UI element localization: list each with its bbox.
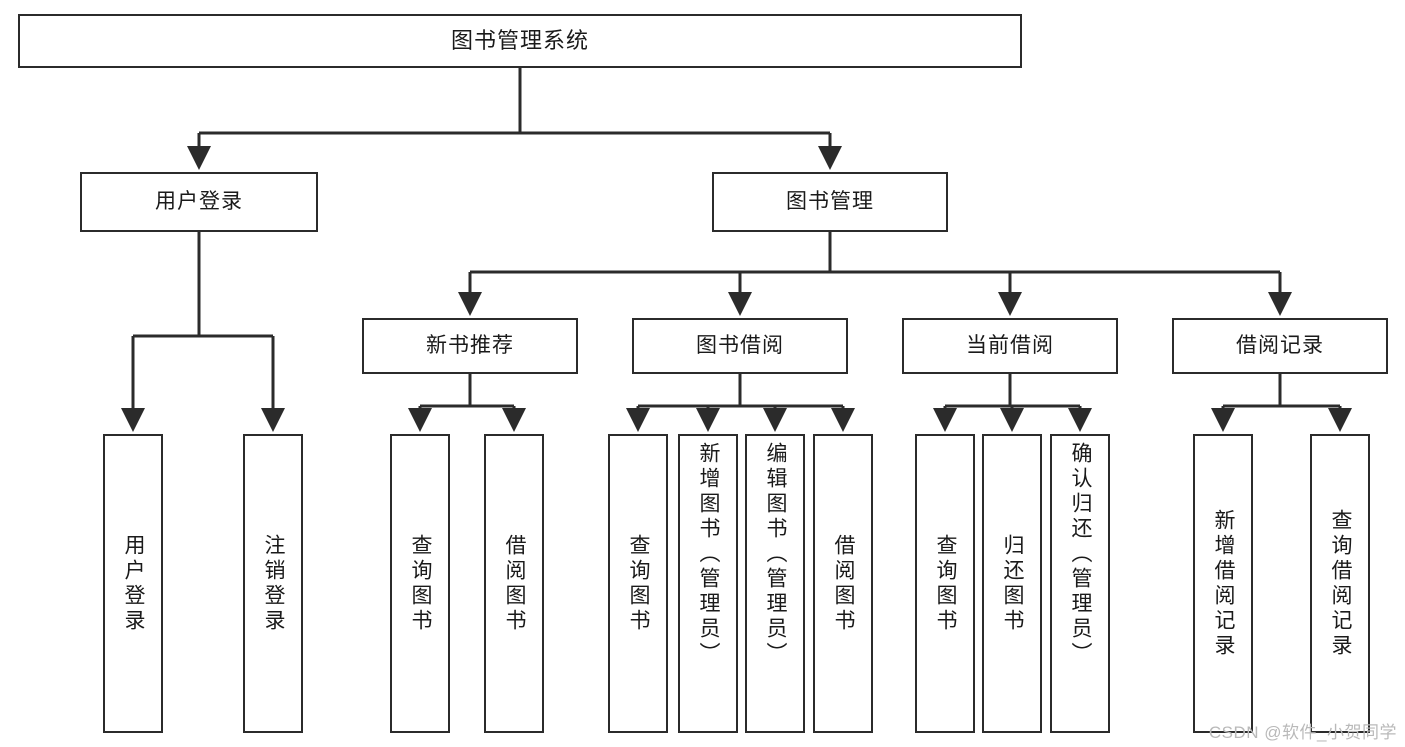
node-leaf-query-book-3-label: 查询图书 <box>934 533 958 634</box>
node-root-label: 图书管理系统 <box>450 27 589 53</box>
node-book-borrow-label: 图书借阅 <box>696 334 784 358</box>
node-leaf-user-logout-label: 注销登录 <box>262 533 286 634</box>
node-book-borrow[interactable]: 图书借阅 <box>632 318 848 374</box>
node-leaf-user-login-label: 用户登录 <box>122 533 146 634</box>
node-leaf-add-book[interactable]: 新增图书（管理员） <box>678 434 738 733</box>
node-leaf-add-book-label: 新增图书（管理员） <box>697 442 721 667</box>
node-leaf-edit-book[interactable]: 编辑图书（管理员） <box>745 434 805 733</box>
node-leaf-borrow-book-1-label: 借阅图书 <box>503 533 527 634</box>
node-leaf-user-logout[interactable]: 注销登录 <box>243 434 303 733</box>
node-new-book-recommend-label: 新书推荐 <box>426 334 514 358</box>
node-book-manage-label: 图书管理 <box>786 190 874 214</box>
node-leaf-borrow-book-1[interactable]: 借阅图书 <box>484 434 544 733</box>
node-new-book-recommend[interactable]: 新书推荐 <box>362 318 578 374</box>
node-root[interactable]: 图书管理系统 <box>18 14 1022 68</box>
node-current-borrow-label: 当前借阅 <box>966 334 1054 358</box>
node-user-login[interactable]: 用户登录 <box>80 172 318 232</box>
node-leaf-confirm-return-label: 确认归还（管理员） <box>1069 442 1093 667</box>
node-leaf-query-borrow-record[interactable]: 查询借阅记录 <box>1310 434 1370 733</box>
node-user-login-label: 用户登录 <box>155 190 243 214</box>
node-leaf-query-book-1[interactable]: 查询图书 <box>390 434 450 733</box>
node-current-borrow[interactable]: 当前借阅 <box>902 318 1118 374</box>
node-leaf-user-login[interactable]: 用户登录 <box>103 434 163 733</box>
node-leaf-return-book[interactable]: 归还图书 <box>982 434 1042 733</box>
node-book-manage[interactable]: 图书管理 <box>712 172 948 232</box>
node-leaf-query-book-2[interactable]: 查询图书 <box>608 434 668 733</box>
node-borrow-record-label: 借阅记录 <box>1236 334 1324 358</box>
watermark: CSDN @软件_小贺同学 <box>1208 723 1397 742</box>
node-leaf-query-book-1-label: 查询图书 <box>409 533 433 634</box>
node-leaf-query-borrow-record-label: 查询借阅记录 <box>1329 508 1353 659</box>
node-leaf-add-borrow-record[interactable]: 新增借阅记录 <box>1193 434 1253 733</box>
node-leaf-borrow-book-2[interactable]: 借阅图书 <box>813 434 873 733</box>
node-leaf-edit-book-label: 编辑图书（管理员） <box>764 442 788 667</box>
node-leaf-query-book-2-label: 查询图书 <box>627 533 651 634</box>
node-borrow-record[interactable]: 借阅记录 <box>1172 318 1388 374</box>
node-leaf-add-borrow-record-label: 新增借阅记录 <box>1212 508 1236 659</box>
node-leaf-return-book-label: 归还图书 <box>1001 533 1025 634</box>
node-leaf-confirm-return[interactable]: 确认归还（管理员） <box>1050 434 1110 733</box>
node-leaf-query-book-3[interactable]: 查询图书 <box>915 434 975 733</box>
node-leaf-borrow-book-2-label: 借阅图书 <box>832 533 856 634</box>
